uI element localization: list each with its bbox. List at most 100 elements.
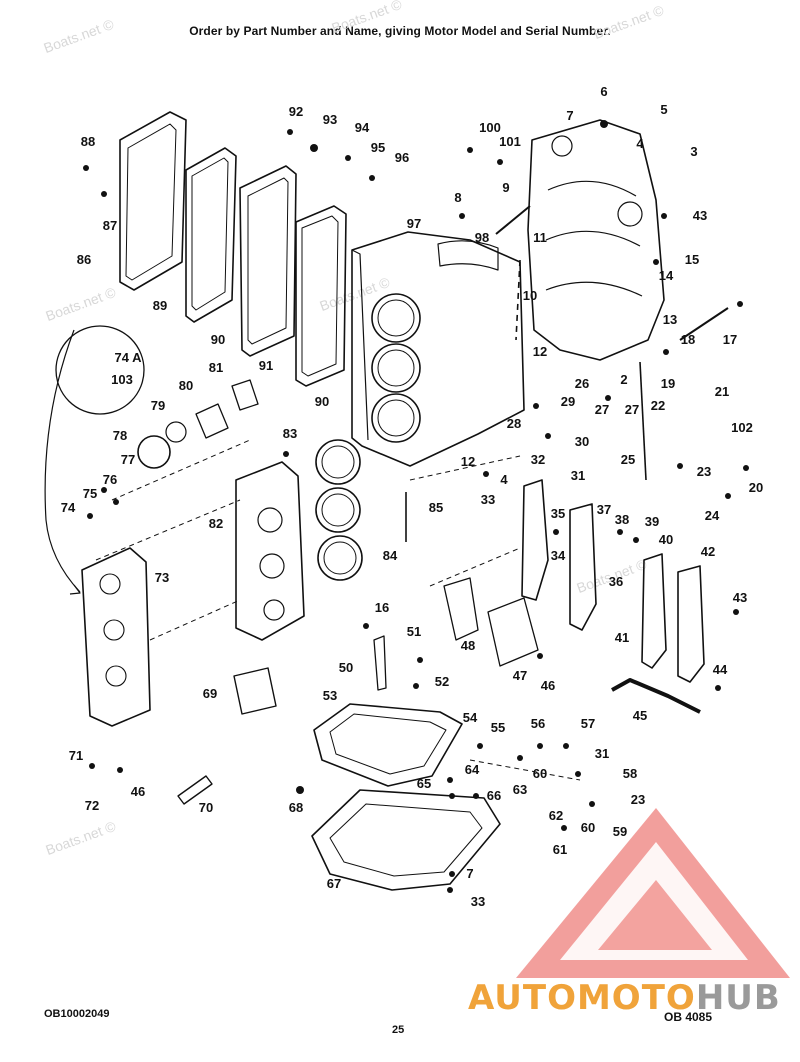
part-number-label: 43: [692, 208, 708, 223]
part-number-label: 59: [612, 824, 628, 839]
part-number-label: 90: [210, 332, 226, 347]
part-number-label: 81: [208, 360, 224, 375]
part-number-label: 5: [660, 102, 668, 117]
part-number-label: 65: [416, 776, 432, 791]
part-number-label: 69: [202, 686, 218, 701]
part-number-label: 42: [700, 544, 716, 559]
part-number-label: 12: [460, 454, 476, 469]
part-number-label: 70: [198, 800, 214, 815]
part-number-label: 11: [533, 230, 547, 245]
part-number-label: 29: [560, 394, 576, 409]
part-number-label: 66: [486, 788, 502, 803]
part-number-label: 53: [322, 688, 338, 703]
part-number-label: 52: [434, 674, 450, 689]
part-number-label: 25: [620, 452, 636, 467]
part-number-label: 26: [574, 376, 590, 391]
part-number-label: 15: [684, 252, 700, 267]
part-number-label: 9: [502, 180, 510, 195]
part-number-label: 57: [580, 716, 596, 731]
part-number-label: 20: [748, 480, 764, 495]
part-number-label: 86: [76, 252, 92, 267]
part-number-label: 63: [512, 782, 528, 797]
part-number-label: 30: [574, 434, 590, 449]
part-number-label: 103: [111, 372, 133, 387]
part-number-label: 88: [80, 134, 96, 149]
part-number-label: 61: [552, 842, 568, 857]
part-number-label: 85: [428, 500, 444, 515]
part-number-label: 92: [288, 104, 304, 119]
part-number-label: 33: [470, 894, 486, 909]
part-number-label: 34: [550, 548, 566, 563]
part-number-label: 14: [658, 268, 674, 283]
part-number-label: 4: [636, 136, 644, 151]
part-number-label: 67: [326, 876, 342, 891]
part-number-label: 84: [382, 548, 398, 563]
part-number-label: 74: [60, 500, 76, 515]
part-number-label: 46: [130, 784, 146, 799]
part-number-label: 73: [154, 570, 170, 585]
part-number-label: 2: [620, 372, 628, 387]
part-number-label: 101: [499, 134, 521, 149]
part-number-label: 27: [624, 402, 640, 417]
part-number-label: 62: [548, 808, 564, 823]
part-number-label: 82: [208, 516, 224, 531]
part-number-label: 23: [696, 464, 712, 479]
part-number-label: 51: [406, 624, 422, 639]
part-number-label: 54: [462, 710, 478, 725]
part-number-label: 22: [650, 398, 666, 413]
part-number-label: 7: [566, 108, 574, 123]
part-number-label: 74 A: [114, 350, 142, 365]
part-number-label: 6: [600, 84, 608, 99]
part-number-label: 7: [466, 866, 474, 881]
part-number-label: 19: [660, 376, 676, 391]
part-number-label: 90: [314, 394, 330, 409]
part-number-label: 35: [550, 506, 566, 521]
reference-code: OB10002049: [44, 1008, 110, 1020]
part-number-label: 71: [68, 748, 84, 763]
part-number-label: 98: [474, 230, 490, 245]
part-number-label: 89: [152, 298, 168, 313]
part-number-label: 55: [490, 720, 506, 735]
part-number-label: 13: [662, 312, 678, 327]
part-number-label: 87: [102, 218, 118, 233]
part-number-label: 46: [540, 678, 556, 693]
part-number-label: 27: [594, 402, 610, 417]
part-number-label: 83: [282, 426, 298, 441]
part-number-label: 95: [370, 140, 386, 155]
part-number-label: 78: [112, 428, 128, 443]
diagram-code: OB 4085: [664, 1010, 713, 1024]
part-number-label: 60: [580, 820, 596, 835]
part-number-label: 100: [479, 120, 501, 135]
part-number-label: 23: [630, 792, 646, 807]
part-number-label: 76: [102, 472, 118, 487]
part-number-label: 47: [512, 668, 528, 683]
part-number-label: 12: [532, 344, 548, 359]
part-number-label: 16: [374, 600, 390, 615]
part-number-label: 44: [712, 662, 728, 677]
brand-logo: AUTOMOTOHUB: [468, 978, 781, 1018]
part-number-label: 31: [570, 468, 586, 483]
page-number: 25: [392, 1024, 405, 1036]
part-number-label: 45: [632, 708, 648, 723]
part-number-label: 10: [522, 288, 538, 303]
part-number-label: 28: [506, 416, 522, 431]
part-number-label: 56: [530, 716, 546, 731]
part-number-label: 21: [714, 384, 730, 399]
part-number-label: 68: [288, 800, 304, 815]
part-number-label: 37: [596, 502, 612, 517]
part-number-label: 50: [338, 660, 354, 675]
part-number-label: 64: [464, 762, 480, 777]
part-number-label: 41: [614, 630, 630, 645]
part-number-label: 72: [84, 798, 100, 813]
part-number-label: 18: [680, 332, 696, 347]
part-number-label: 48: [460, 638, 476, 653]
part-number-label: 36: [608, 574, 624, 589]
part-number-label: 102: [731, 420, 753, 435]
part-number-label: 94: [354, 120, 370, 135]
logo-triangle-icon: [516, 808, 790, 978]
part-number-label: 38: [614, 512, 630, 527]
part-number-label: 3: [690, 144, 698, 159]
part-number-label: 17: [722, 332, 738, 347]
part-number-label: 43: [732, 590, 748, 605]
